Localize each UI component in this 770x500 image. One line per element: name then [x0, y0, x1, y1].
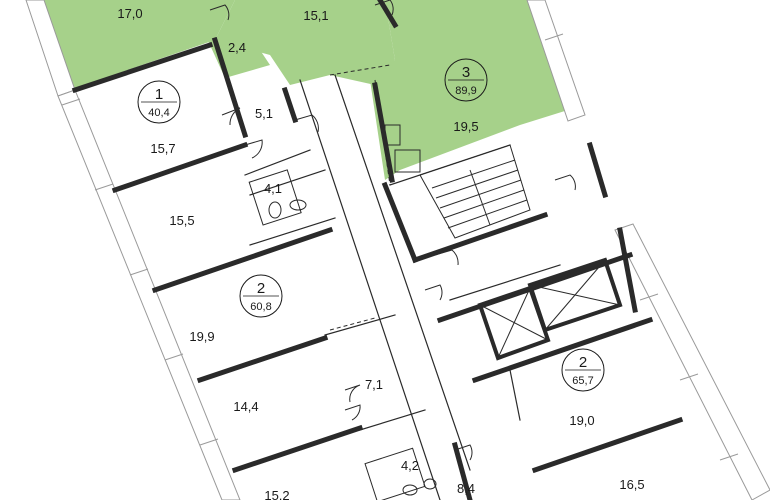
- room-area-label: 15,2: [264, 488, 289, 500]
- facade-left: [25, 0, 241, 500]
- staircase: [419, 144, 531, 239]
- room-area-label: 17,0: [117, 6, 142, 21]
- apartment-3-highlight: [28, 0, 568, 180]
- apartment-area: 40,4: [148, 107, 169, 119]
- apartment-number: 1: [155, 86, 163, 103]
- room-area-label: 14,4: [233, 399, 258, 414]
- apartment-area: 89,9: [455, 85, 476, 97]
- facade-right: [526, 0, 770, 500]
- room-area-label: 15,7: [150, 141, 175, 156]
- room-area-label: 19,5: [453, 119, 478, 134]
- highlight-room-19-5: [370, 0, 568, 180]
- apartment-marker-2-right[interactable]: 2 65,7: [561, 348, 605, 392]
- doors: [209, 0, 576, 461]
- apartment-marker-1[interactable]: 1 40,4: [137, 80, 181, 124]
- elevators: [477, 257, 623, 361]
- room-area-label: 8,4: [457, 481, 475, 496]
- highlight-room-17-0: [28, 0, 235, 88]
- room-area-label: 16,5: [619, 477, 644, 492]
- apartment-marker-3[interactable]: 3 89,9: [444, 58, 488, 102]
- apartment-area: 65,7: [572, 375, 593, 387]
- walls: [71, 0, 684, 500]
- room-area-label: 7,1: [365, 377, 383, 392]
- bathroom-fixtures: [248, 124, 437, 500]
- apartment-number: 3: [462, 64, 470, 81]
- room-area-label: 4,2: [401, 458, 419, 473]
- room-area-label: 19,9: [189, 329, 214, 344]
- apartment-number: 2: [257, 280, 265, 297]
- apartment-area: 60,8: [250, 301, 271, 313]
- room-area-label: 2,4: [228, 40, 246, 55]
- room-area-label: 15,5: [169, 213, 194, 228]
- apartment-marker-2-left[interactable]: 2 60,8: [239, 274, 283, 318]
- room-area-label: 5,1: [255, 106, 273, 121]
- thresholds: [329, 64, 391, 331]
- room-area-label: 15,1: [303, 8, 328, 23]
- apartment-number: 2: [579, 354, 587, 371]
- room-area-label: 4,1: [264, 181, 282, 196]
- room-labels: 17,0 15,1 2,4 19,5 5,1 15,7 4,1 15,5 19,…: [117, 6, 644, 500]
- highlight-room-15-1: [215, 0, 395, 85]
- room-area-label: 19,0: [569, 413, 594, 428]
